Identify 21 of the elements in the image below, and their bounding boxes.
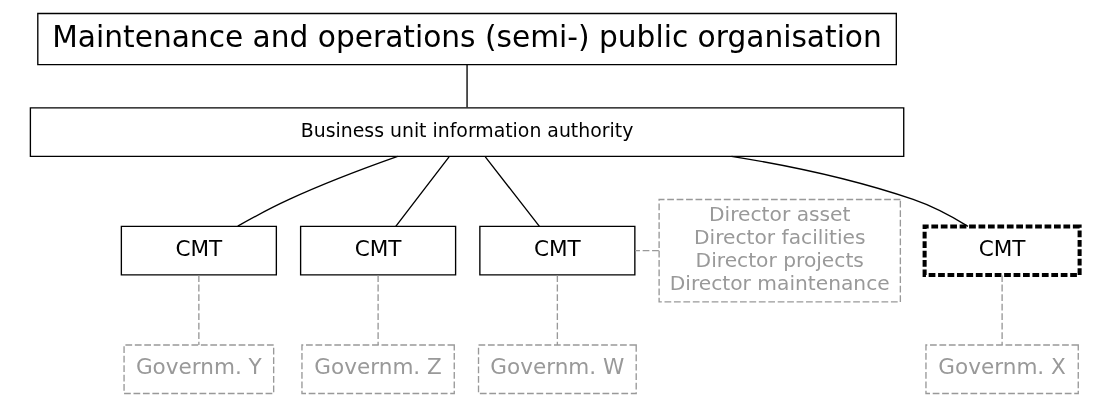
node-box: Director asset Director facilities Director projects Director maintenance [657, 198, 901, 303]
connector [1000, 274, 1003, 346]
node-box: Governm. Z [300, 344, 455, 395]
node-box: CMT [922, 224, 1082, 277]
connector [633, 250, 659, 252]
node-box: CMT [299, 225, 456, 276]
connector [376, 274, 379, 346]
node-box: Governm. Y [122, 344, 274, 395]
connector [556, 274, 558, 346]
connector [730, 155, 969, 227]
connector [394, 156, 450, 227]
node-box: Governm. X [924, 344, 1079, 395]
connector [197, 274, 200, 346]
connector [465, 64, 468, 108]
node-box: CMT [478, 225, 636, 276]
node-box: Governm. W [477, 344, 637, 395]
node-box: Business unit information authority [29, 107, 904, 157]
connector [236, 155, 398, 227]
connector [484, 156, 540, 227]
node-box: CMT [120, 225, 277, 276]
node-box: Maintenance and operations (semi-) public organisation [36, 12, 897, 66]
